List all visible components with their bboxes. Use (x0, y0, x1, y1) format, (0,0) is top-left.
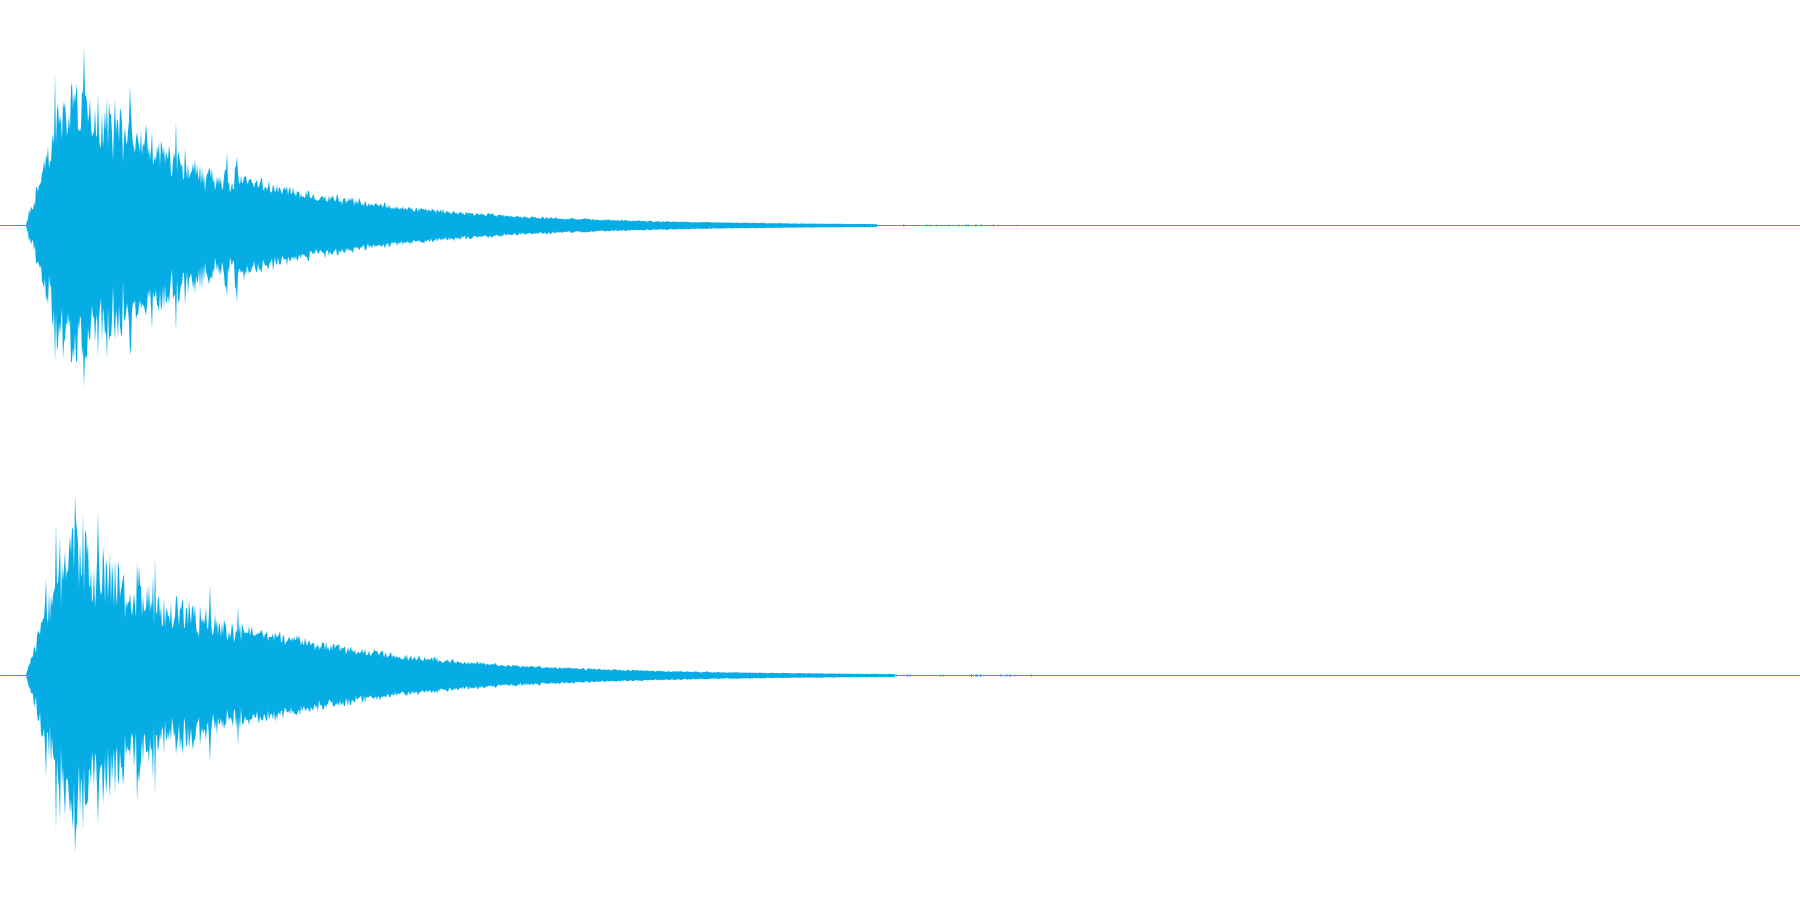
waveform-tail-tick (1030, 674, 1032, 677)
waveform-tail-tick (971, 674, 972, 677)
waveform-tail-tick (975, 674, 977, 677)
waveform-tail-tick (1016, 224, 1017, 227)
waveform-tail-tick (891, 224, 893, 227)
waveform-channel-1[interactable] (0, 45, 1800, 388)
channel-1-waveform (26, 45, 877, 388)
waveform-tail-tick (980, 674, 982, 677)
waveform-tail-tick (993, 224, 995, 227)
waveform-tail-tick (975, 224, 977, 227)
waveform-tail-tick (932, 674, 934, 677)
waveform-tail-tick (965, 224, 967, 227)
waveform-tail-tick (896, 674, 897, 677)
channel-2-waveform (26, 495, 895, 854)
waveform-tail-tick (1014, 674, 1016, 677)
waveform-tail-tick (942, 674, 944, 677)
waveform-tail-tick (980, 224, 982, 227)
waveform-tail-tick (940, 674, 942, 677)
waveform-tail-tick (1006, 674, 1008, 677)
waveform-tail-tick (903, 224, 905, 227)
waveform-tail-tick (947, 675, 949, 676)
waveform-tail-tick (1019, 675, 1021, 677)
waveform-tail-tick (911, 224, 913, 227)
waveform-tail-tick (958, 224, 960, 227)
waveform-tail-tick (930, 224, 932, 227)
waveform-tail-tick (926, 224, 928, 227)
waveform-channel-2[interactable] (0, 495, 1800, 854)
waveform-tail-tick (948, 224, 950, 227)
waveform-tail-tick (967, 224, 969, 227)
waveform-tail-tick (1000, 674, 1002, 677)
waveform-tail-tick (976, 674, 978, 677)
waveform-tail-tick (907, 674, 909, 677)
waveform-tail-tick (981, 224, 983, 227)
waveform-tail-tick (903, 674, 905, 677)
waveform-tail-tick (998, 224, 1000, 227)
waveform-tail-tick (909, 674, 911, 677)
waveform-tail-tick (935, 224, 937, 227)
waveform-tail-tick (885, 225, 887, 227)
waveform-tail-tick (974, 224, 976, 227)
waveform-tail-tick (968, 674, 970, 677)
waveform-tail-tick (1009, 674, 1011, 677)
waveform-tail-tick (952, 224, 954, 227)
